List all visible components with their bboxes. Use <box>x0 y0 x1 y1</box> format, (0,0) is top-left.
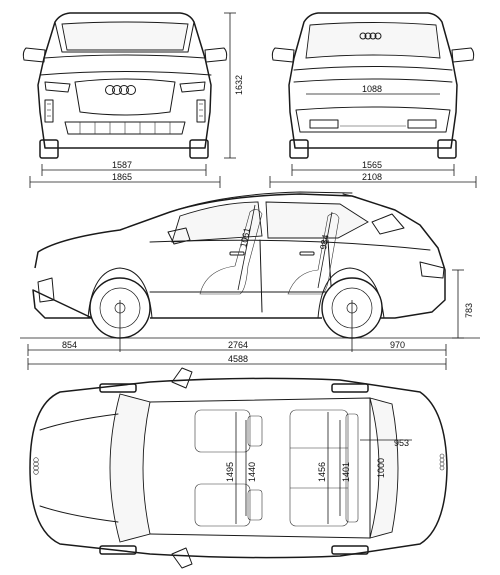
ground-height-label: 783 <box>464 303 474 318</box>
trunk-opening-label: 1088 <box>362 84 382 94</box>
front-elbow-label: 1440 <box>247 462 257 482</box>
rear-seats <box>289 409 359 527</box>
lower-grille-slats <box>79 122 171 134</box>
cargo-length-label: 953 <box>394 438 409 448</box>
brand-rings-icon <box>359 32 382 40</box>
brand-rings-icon <box>439 453 445 471</box>
front-shoulder-label: 1495 <box>225 462 235 482</box>
rear-view-dimensions: 1565 2108 <box>269 160 477 188</box>
front-overhang-label: 854 <box>62 340 77 350</box>
wheelbase-label: 2764 <box>228 340 248 350</box>
front-view <box>22 12 228 159</box>
front-seats <box>194 409 263 527</box>
height-label: 1632 <box>234 75 244 95</box>
top-view: 1495 1440 1456 1401 953 1000 <box>29 367 448 569</box>
rear-elbow-label: 1401 <box>341 462 351 482</box>
front-headroom-label: 1061 <box>238 227 252 249</box>
brand-rings-icon <box>33 457 39 475</box>
rear-view: 1088 <box>271 12 475 159</box>
front-view-dimensions: 1632 1587 1865 <box>29 12 244 188</box>
rear-headroom-label: 984 <box>318 234 330 251</box>
rear-overhang-label: 970 <box>390 340 405 350</box>
front-track-label: 1587 <box>112 160 132 170</box>
rear-track-label: 1565 <box>362 160 382 170</box>
brand-rings-icon <box>105 85 136 95</box>
body-width-label: 1865 <box>112 172 132 182</box>
cargo-width-label: 1000 <box>376 458 386 478</box>
side-view: 1061 984 <box>20 191 480 352</box>
rear-shoulder-label: 1456 <box>317 462 327 482</box>
mirror-width-label: 2108 <box>362 172 382 182</box>
side-view-dimensions: 783 854 2764 970 4588 <box>27 269 474 370</box>
length-label: 4588 <box>228 354 248 364</box>
